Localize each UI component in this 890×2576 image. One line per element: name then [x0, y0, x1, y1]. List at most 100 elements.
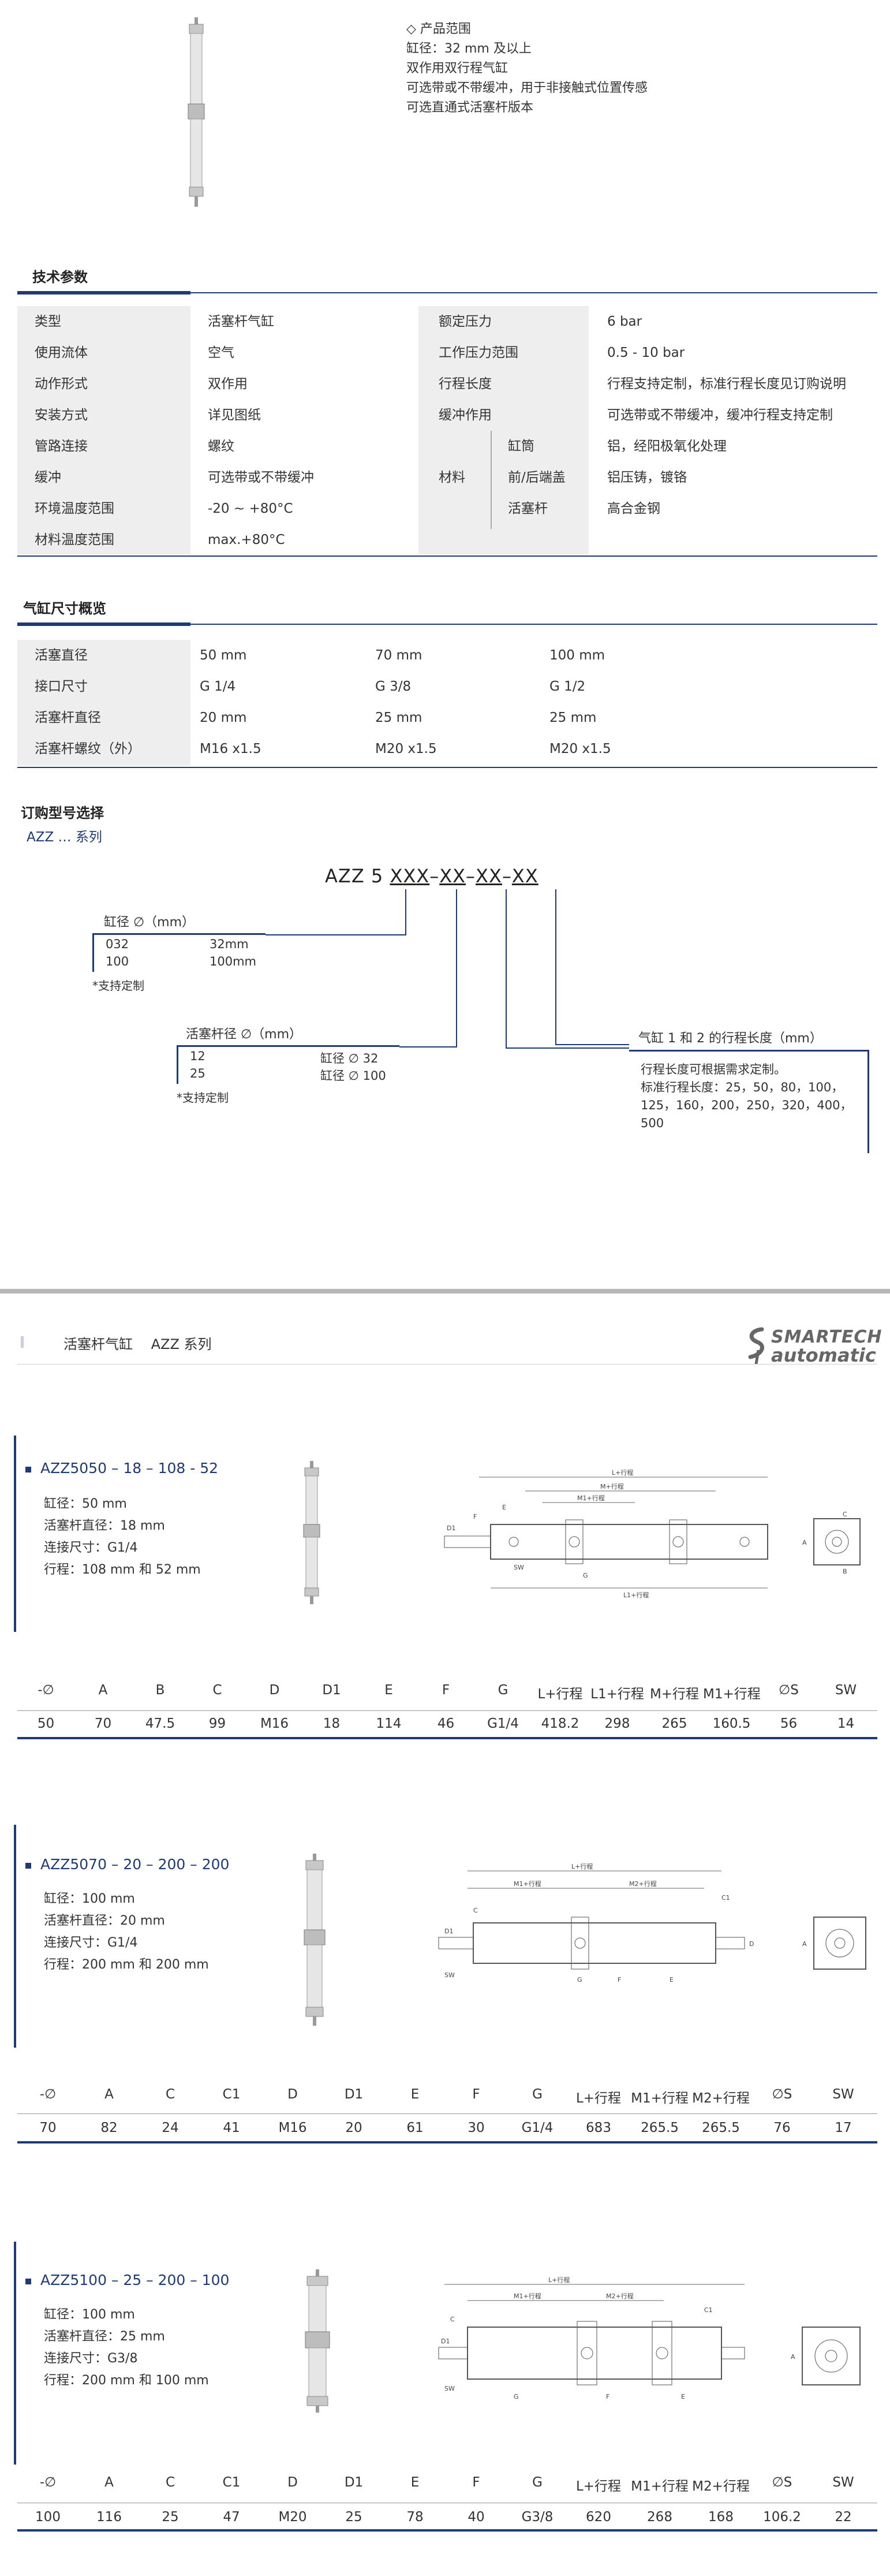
order-series: AZZ … 系列 — [27, 830, 102, 845]
table-cell: 18 — [323, 1716, 341, 1731]
table-header: A — [98, 1683, 108, 1698]
drawing-label: A — [802, 1940, 807, 1948]
drawing-label: M+行程 — [600, 1483, 624, 1490]
model-title: AZZ5100 – 25 – 200 – 100 — [40, 2272, 230, 2288]
tech-key: 环境温度范围 — [35, 501, 114, 516]
stroke-line: 500 — [641, 1116, 664, 1130]
table-cell: 168 — [708, 2510, 734, 2525]
table-header: ∅S — [772, 2087, 792, 2102]
model-spec: 缸径：50 mm — [44, 1497, 127, 1511]
model-spec: 行程：108 mm 和 52 mm — [44, 1563, 201, 1577]
table-rule — [17, 1710, 877, 1711]
tech-key: 材料温度范围 — [35, 532, 114, 547]
overview-value: 50 mm — [200, 648, 247, 663]
table-header: ∅S — [772, 2475, 792, 2490]
table-cell: 82 — [100, 2120, 118, 2135]
overview-key: 活塞直径 — [35, 648, 88, 663]
table-header: F — [472, 2475, 480, 2490]
tech-value: 空气 — [208, 345, 234, 360]
order-code-part: X — [390, 865, 403, 887]
overview-value: G 1/2 — [549, 679, 586, 694]
drawing-label: M1+行程 — [514, 1880, 541, 1888]
table-cell: 418.2 — [541, 1716, 579, 1731]
table-header: G — [532, 2475, 543, 2490]
overview-value: G 3/8 — [375, 679, 412, 694]
table-header: E — [384, 1683, 393, 1698]
table-header: ∅S — [779, 1683, 799, 1698]
stroke-line: 行程长度可根据需求定制。 — [641, 1063, 786, 1076]
table-header: E — [410, 2087, 420, 2102]
table-cell: 61 — [406, 2120, 424, 2135]
table-cell: 78 — [406, 2510, 424, 2525]
tech-key: 材料 — [439, 470, 465, 485]
bore-note: *支持定制 — [92, 979, 144, 993]
connector-line — [399, 1046, 457, 1047]
table-header: D1 — [344, 2475, 364, 2490]
model-bar — [14, 2242, 16, 2465]
overview-table: 活塞直径 50 mm 70 mm 100 mm 接口尺寸 G 1/4 G 3/8… — [17, 640, 877, 766]
table-cell: 50 — [37, 1716, 55, 1731]
table-rule — [17, 1737, 877, 1739]
connector-line — [405, 889, 406, 935]
connector-line — [555, 1044, 629, 1045]
technical-drawing-3: L+行程 M1+行程 M2+行程 C1 C G F E SW A D1 — [438, 2276, 861, 2400]
tech-value: 铝，经阳极氧化处理 — [607, 439, 727, 454]
model-image-cylinder — [304, 1854, 326, 2026]
drawing-label: F — [473, 1513, 477, 1520]
model-title: AZZ5050 – 18 – 108 - 52 — [40, 1460, 219, 1477]
drawing-label: L+行程 — [548, 2276, 570, 2284]
table-header: G — [532, 2087, 543, 2102]
drawing-label: D1 — [447, 1524, 455, 1532]
drawing-label: D — [749, 1940, 754, 1948]
table-rule — [17, 2141, 877, 2143]
table-cell: 47.5 — [145, 1716, 175, 1731]
drawing-label: A — [791, 2353, 795, 2361]
table-cell: 106.2 — [763, 2510, 801, 2525]
tech-key: 缸筒 — [508, 439, 534, 454]
tech-title: 技术参数 — [32, 269, 88, 285]
order-code-part: X — [439, 865, 453, 887]
table-header: L1+行程 — [590, 1687, 644, 1702]
tech-key: 动作形式 — [35, 376, 88, 392]
table-header: D — [287, 2087, 298, 2102]
connector-line — [265, 934, 406, 935]
overview-key: 活塞杆螺纹（外） — [35, 741, 141, 756]
product-range: ◇ 产品范围 缸径：32 mm 及以上 双作用双行程气缸 可选带或不带缓冲，用于… — [406, 20, 648, 118]
bore-code: 100 — [106, 955, 129, 968]
table-cell: 41 — [223, 2120, 240, 2135]
table-cell: 99 — [208, 1716, 226, 1731]
overview-value: G 1/4 — [200, 679, 236, 694]
table-header: D — [269, 1683, 280, 1698]
bore-title: 缸径 ∅（mm） — [104, 915, 195, 930]
bullet-icon — [25, 1467, 31, 1472]
table-cell: 114 — [376, 1716, 402, 1731]
smartech-logo: SMARTECH automatic — [745, 1326, 882, 1366]
table-cell: 47 — [223, 2510, 240, 2525]
product-range-line: 可选直通式活塞杆版本 — [406, 100, 534, 115]
product-image-cylinder — [188, 17, 205, 207]
model-spec: 活塞杆直径：25 mm — [44, 2329, 165, 2344]
table-cell: 14 — [837, 1716, 855, 1731]
overview-value: 100 mm — [549, 648, 605, 663]
stroke-title: 气缸 1 和 2 的行程长度（mm） — [638, 1031, 822, 1046]
tech-value: 高合金钢 — [607, 501, 660, 516]
drawing-label: M1+行程 — [514, 2292, 541, 2300]
table-header: D1 — [322, 1683, 341, 1698]
technical-drawing-2: L+行程 M1+行程 M2+行程 C1 C G F E SW A D1 D — [438, 1863, 866, 1984]
table-cell: 265.5 — [702, 2120, 740, 2135]
table-cell: G3/8 — [521, 2510, 554, 2525]
tech-key: 使用流体 — [35, 345, 88, 360]
model-specs: 缸径：50 mm 活塞杆直径：18 mm 连接尺寸：G1/4 行程：108 mm… — [44, 1493, 201, 1581]
tech-value: 0.5 - 10 bar — [607, 345, 685, 360]
table-header: C — [212, 1683, 222, 1698]
table-header: -∅ — [39, 2087, 57, 2102]
bullet-icon — [25, 1863, 31, 1869]
drawing-label: L+行程 — [571, 1863, 593, 1870]
stroke-line: 标准行程长度：25，50，80，100， — [641, 1080, 844, 1094]
product-range-line: 可选带或不带缓冲，用于非接触式位置传感 — [406, 81, 648, 95]
rod-box: 活塞杆径 ∅（mm） 12 缸径 ∅ 32 25 缸径 ∅ 100 *支持定制 — [177, 1024, 399, 1105]
table-header: F — [442, 1683, 450, 1698]
table-header: B — [155, 1683, 165, 1698]
table-cell: 56 — [780, 1716, 798, 1731]
bore-code: 032 — [106, 937, 129, 951]
